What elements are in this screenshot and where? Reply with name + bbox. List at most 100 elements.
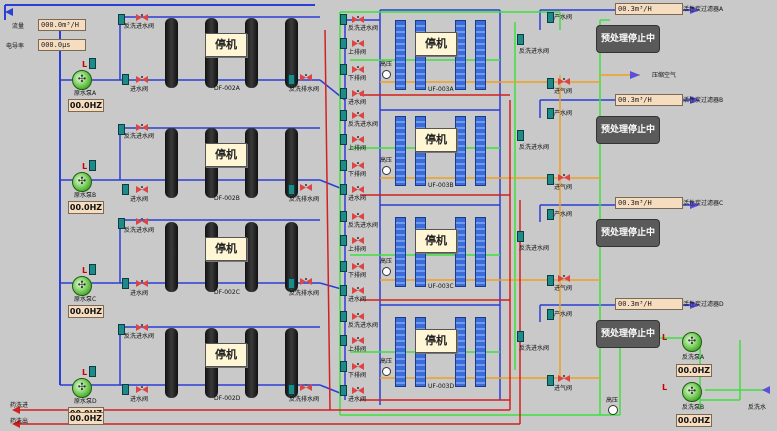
backwash-drain-valve[interactable] — [300, 384, 312, 391]
output-flow-meter: 00.3m³/H — [615, 3, 683, 15]
lower-drain-valve[interactable] — [352, 263, 364, 270]
valve-indicator — [288, 74, 295, 85]
uf-membrane — [395, 20, 406, 90]
pretreatment-status: 预处理停止中 — [596, 320, 660, 348]
water-in-valve[interactable] — [136, 76, 148, 83]
uf-membrane — [395, 217, 406, 287]
uf-backwash-in-valve[interactable] — [352, 313, 364, 320]
fan-icon: ✣ — [687, 336, 697, 347]
filter-tank — [285, 328, 298, 398]
lower-drain-valve[interactable] — [352, 162, 364, 169]
valve-indicator — [340, 110, 347, 121]
lower-drain-valve-label: 下排阀 — [348, 171, 367, 178]
uf-membrane — [395, 317, 406, 387]
filter-tank — [245, 222, 258, 292]
uf-water-in-valve[interactable] — [352, 186, 364, 193]
uf-backwash-in-valve[interactable] — [352, 16, 364, 23]
backwash-in-valve[interactable] — [136, 124, 148, 131]
uf-water-in-valve[interactable] — [352, 387, 364, 394]
valve-indicator — [340, 261, 347, 272]
backwash-pump-b-L: L — [662, 383, 668, 392]
pump-status-indicator — [89, 160, 96, 171]
upper-drain-valve[interactable] — [352, 337, 364, 344]
lower-drain-valve[interactable] — [352, 363, 364, 370]
backwash-in-valve-label: 反洗进水阀 — [124, 23, 155, 30]
product-valve-label: 产水阀 — [554, 110, 573, 117]
valve-indicator — [517, 231, 524, 242]
backwash-pump-a[interactable]: ✣ — [682, 332, 702, 352]
valve-indicator — [517, 331, 524, 342]
valve-indicator — [340, 211, 347, 222]
valve-indicator — [340, 64, 347, 75]
uf-water-in-valve[interactable] — [352, 90, 364, 97]
valve-indicator — [340, 184, 347, 195]
output-destination: 活性炭过滤器D — [683, 301, 724, 308]
pretreatment-status: 预处理停止中 — [596, 25, 660, 53]
backwash-pump-a-label: 反洗泵A — [682, 354, 705, 361]
raw-water-pump-hz: 00.0HZ — [68, 201, 104, 214]
backwash-in-valve[interactable] — [136, 14, 148, 21]
backwash-pump-b[interactable]: ✣ — [682, 382, 702, 402]
valve-indicator — [340, 160, 347, 171]
lower-drain-valve[interactable] — [352, 66, 364, 73]
pretreatment-status: 预处理停止中 — [596, 219, 660, 247]
gas-in-valve[interactable] — [558, 174, 570, 181]
df-unit-name: DF-002B — [214, 195, 240, 202]
backwash-in-valve[interactable] — [136, 218, 148, 225]
uf-backwash-in-valve[interactable] — [352, 213, 364, 220]
pretreatment-status: 预处理停止中 — [596, 116, 660, 144]
backwash-drain-valve[interactable] — [300, 184, 312, 191]
uf-backwash-in-right-label: 反洗进水阀 — [519, 345, 550, 352]
water-in-valve[interactable] — [136, 280, 148, 287]
backwash-drain-valve[interactable] — [300, 278, 312, 285]
filter-tank — [165, 128, 178, 198]
filter-tank — [285, 18, 298, 88]
valve-indicator — [118, 14, 125, 25]
df-status: 停机 — [205, 343, 247, 367]
uf-membrane — [475, 20, 486, 90]
raw-water-pump[interactable]: ✣ — [72, 70, 92, 90]
fan-icon: ✣ — [77, 176, 87, 187]
water-in-valve-label: 进水阀 — [130, 396, 149, 403]
water-in-valve-label: 进水阀 — [130, 196, 149, 203]
pump-L-indicator: L — [82, 162, 88, 171]
raw-water-pump[interactable]: ✣ — [72, 172, 92, 192]
valve-indicator — [122, 74, 129, 85]
filter-tank — [245, 128, 258, 198]
pressure-label: 高压 — [380, 358, 393, 365]
water-in-valve[interactable] — [136, 386, 148, 393]
product-valve-label: 产水阀 — [554, 14, 573, 21]
uf-water-in-valve[interactable] — [352, 287, 364, 294]
uf-status: 停机 — [415, 32, 457, 56]
output-destination: 活性炭过滤器A — [683, 6, 724, 13]
gas-in-valve-label: 进气阀 — [554, 385, 573, 392]
backwash-drain-valve[interactable] — [300, 74, 312, 81]
gas-in-valve[interactable] — [558, 375, 570, 382]
uf-unit-name: UF-003C — [428, 283, 454, 290]
gas-in-valve[interactable] — [558, 275, 570, 282]
upper-drain-valve[interactable] — [352, 40, 364, 47]
valve-indicator — [547, 174, 554, 185]
raw-water-pump[interactable]: ✣ — [72, 378, 92, 398]
uf-backwash-in-valve[interactable] — [352, 112, 364, 119]
df-status: 停机 — [205, 33, 247, 57]
backwash-in-valve-label: 反洗进水阀 — [124, 227, 155, 234]
uf-backwash-in-right-label: 反洗进水阀 — [519, 245, 550, 252]
upper-drain-valve[interactable] — [352, 237, 364, 244]
uf-status: 停机 — [415, 329, 457, 353]
water-in-valve[interactable] — [136, 186, 148, 193]
valve-indicator — [547, 78, 554, 89]
flow-label: 流量 — [12, 23, 25, 30]
valve-indicator — [517, 34, 524, 45]
gas-in-valve[interactable] — [558, 78, 570, 85]
fan-icon: ✣ — [77, 382, 87, 393]
output-destination: 活性炭过滤器C — [683, 200, 724, 207]
lower-drain-valve-label: 下排阀 — [348, 372, 367, 379]
raw-water-pump-label: 原水泵C — [74, 296, 97, 303]
backwash-in-valve[interactable] — [136, 324, 148, 331]
upper-drain-valve[interactable] — [352, 136, 364, 143]
uf-backwash-in-valve-label: 反洗进水阀 — [348, 222, 379, 229]
valve-indicator — [118, 324, 125, 335]
raw-water-pump[interactable]: ✣ — [72, 276, 92, 296]
